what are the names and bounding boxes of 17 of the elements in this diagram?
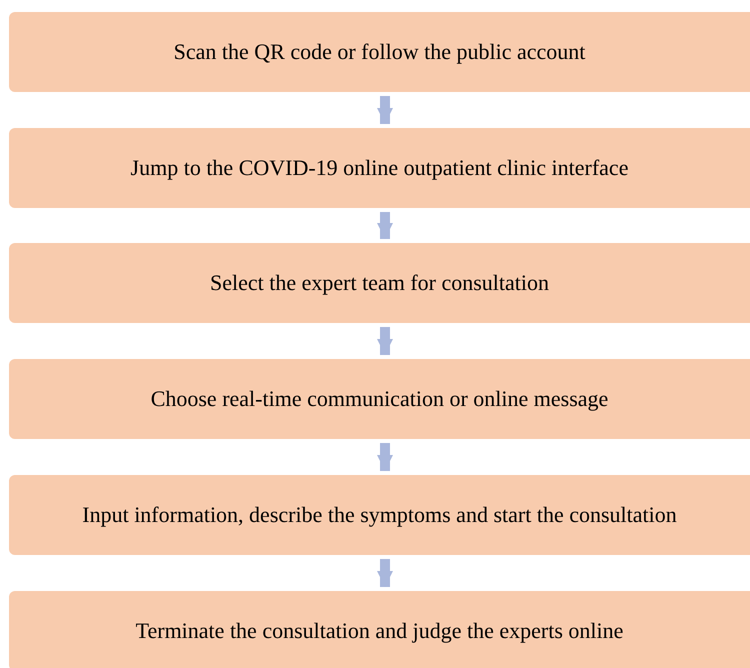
step-text: Jump to the COVID-19 online outpatient clinic interface <box>130 154 628 182</box>
step-text: Input information, describe the symptoms and start the consultation <box>82 501 677 529</box>
step-text: Terminate the consultation and judge the experts online <box>136 617 624 645</box>
process-box <box>9 475 750 555</box>
arrow <box>377 212 393 239</box>
arrow <box>377 559 393 587</box>
arrow <box>377 443 393 471</box>
arrow <box>377 96 393 124</box>
process-box <box>9 243 750 323</box>
arrow <box>377 327 393 355</box>
step-text: Choose real-time communication or online message <box>150 385 608 413</box>
process-box <box>9 591 750 668</box>
step-text: Scan the QR code or follow the public account <box>174 38 586 66</box>
step-text: Select the expert team for consultation <box>210 269 550 297</box>
process-box <box>9 128 750 208</box>
process-box <box>9 359 750 439</box>
process-box <box>9 12 750 92</box>
